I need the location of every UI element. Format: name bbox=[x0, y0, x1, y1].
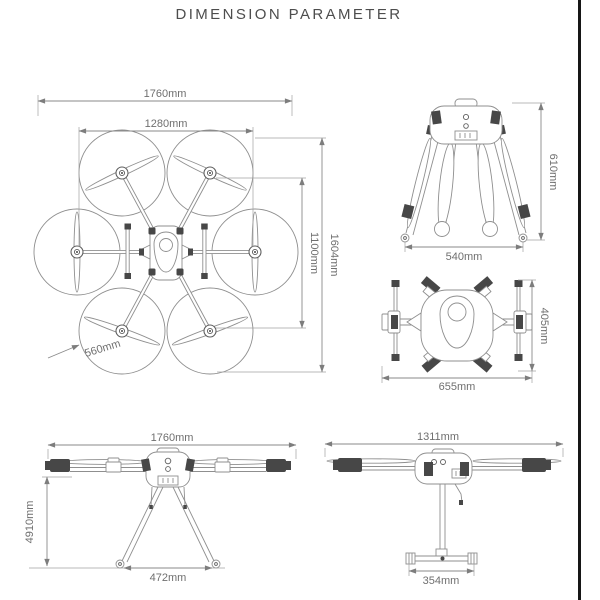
front-body bbox=[141, 447, 195, 488]
motor-hubs bbox=[70, 166, 262, 338]
dim-front-height-label: 4910mm bbox=[24, 501, 36, 544]
dim-top-motor-span-length-label: 1100mm bbox=[308, 232, 320, 274]
side-body bbox=[414, 448, 473, 505]
dim-propeller-diameter-label: 560mm bbox=[83, 338, 122, 360]
dim-folded-top-length: 405mm bbox=[518, 279, 550, 372]
dim-front-width-label: 1760mm bbox=[151, 432, 194, 444]
dim-propeller-diameter: 560mm bbox=[47, 338, 122, 360]
dim-top-motor-span-length: 1100mm bbox=[216, 177, 320, 329]
dim-front-width: 1760mm bbox=[47, 432, 297, 459]
folded-top-view-drawing: 655mm 405mm bbox=[381, 276, 550, 393]
dim-side-skid-length-label: 354mm bbox=[423, 575, 460, 587]
dim-folded-top-length-label: 405mm bbox=[538, 308, 550, 345]
folded-front-body bbox=[429, 98, 503, 145]
dim-folded-top-width-label: 655mm bbox=[439, 381, 476, 393]
page-title: DIMENSION PARAMETER bbox=[175, 6, 403, 23]
dim-folded-height: 610mm bbox=[512, 102, 559, 241]
dim-top-overall-length: 1604mm bbox=[217, 137, 340, 373]
dim-side-skid-length: 354mm bbox=[408, 563, 475, 587]
side-rails bbox=[124, 223, 208, 279]
dim-folded-height-label: 610mm bbox=[547, 154, 559, 191]
dim-top-overall-length-label: 1604mm bbox=[328, 234, 340, 277]
top-view-drawing: 1760mm 1280mm 1604mm 1100mm 560mm bbox=[33, 88, 340, 375]
right-border-line bbox=[578, 0, 581, 600]
center-body bbox=[139, 225, 193, 281]
dim-top-overall-width-label: 1760mm bbox=[144, 88, 187, 100]
dim-side-width-label: 1311mm bbox=[417, 431, 459, 443]
dim-top-motor-span-width: 1280mm bbox=[78, 118, 254, 247]
dim-side-width: 1311mm bbox=[324, 431, 564, 457]
dim-folded-width: 540mm bbox=[404, 242, 524, 263]
dim-top-motor-span-width-label: 1280mm bbox=[145, 118, 188, 130]
folded-front-view-drawing: 540mm 610mm bbox=[400, 98, 559, 263]
front-view-drawing: 1760mm 4910mm 472mm bbox=[24, 432, 297, 584]
dim-front-leg-span-label: 472mm bbox=[150, 572, 187, 584]
side-view-drawing: 1311mm 354mm bbox=[324, 431, 564, 587]
dim-top-overall-width: 1760mm bbox=[37, 88, 293, 116]
arms bbox=[75, 171, 257, 333]
dim-front-leg-span: 472mm bbox=[123, 565, 213, 584]
dim-folded-top-width: 655mm bbox=[381, 366, 533, 393]
dim-folded-width-label: 540mm bbox=[446, 251, 483, 263]
